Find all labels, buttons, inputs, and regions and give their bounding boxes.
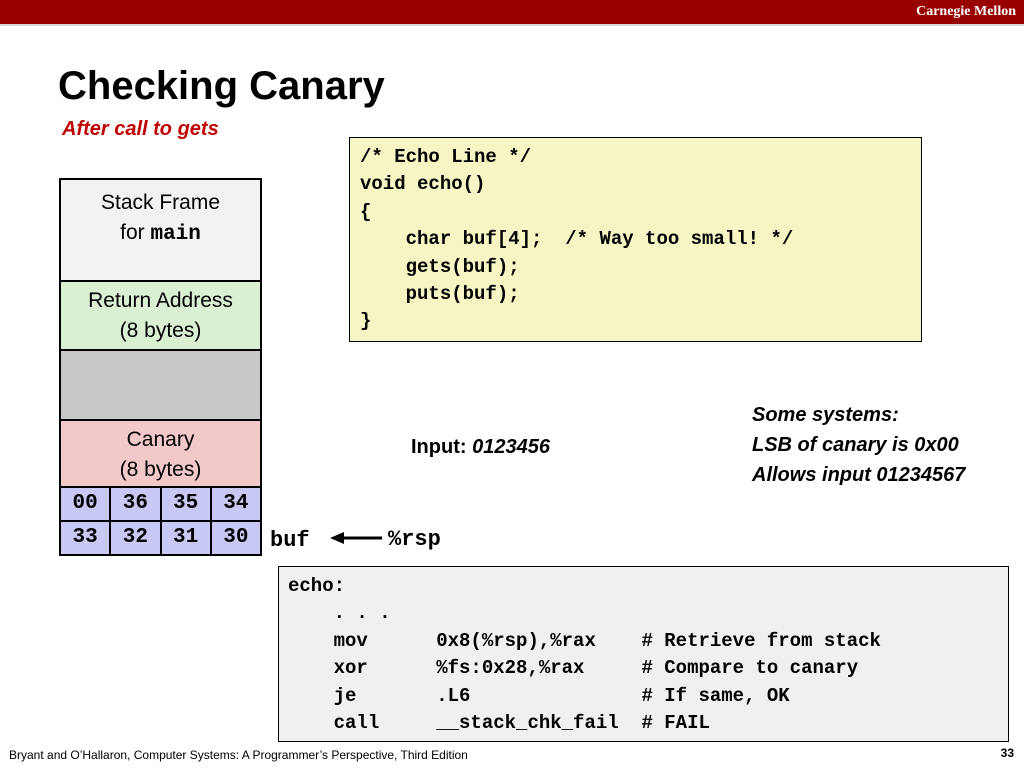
byte-cell: 35 <box>159 486 212 522</box>
byte-cell: 00 <box>59 486 112 522</box>
rsp-label: %rsp <box>388 527 441 552</box>
brand-label: Carnegie Mellon <box>916 4 1016 19</box>
note-line-2: LSB of canary is 0x00 <box>752 434 959 456</box>
canary-size: (8 bytes) <box>119 458 202 481</box>
return-address-label: Return Address <box>88 289 233 312</box>
assembly-code-box: echo: . . . mov 0x8(%rsp),%rax # Retriev… <box>278 566 1009 742</box>
byte-cell: 33 <box>59 520 112 556</box>
byte-cell: 34 <box>209 486 262 522</box>
note-line-1: Some systems: <box>752 404 899 426</box>
input-example: Input: 0123456 <box>411 436 550 459</box>
stack-frame-main: Stack Frame for main <box>61 180 260 282</box>
byte-cell: 30 <box>209 520 262 556</box>
stack-frame-for: for main <box>61 218 260 250</box>
stack-frame-prefix: for <box>120 221 145 244</box>
stack-diagram: Stack Frame for main Return Address (8 b… <box>59 178 262 493</box>
slide-title: Checking Canary <box>58 64 385 108</box>
stack-frame-code: main <box>150 223 201 246</box>
byte-cell: 32 <box>109 520 162 556</box>
return-address-cell: Return Address (8 bytes) <box>61 282 260 351</box>
header-bar: Carnegie Mellon <box>0 0 1024 24</box>
c-code-box: /* Echo Line */ void echo() { char buf[4… <box>349 137 922 342</box>
page-number: 33 <box>1000 746 1014 760</box>
buf-label: buf <box>270 528 310 553</box>
slide-subtitle: After call to gets <box>62 118 219 140</box>
canary-note: Some systems: LSB of canary is 0x00 Allo… <box>752 400 965 490</box>
assembly-code: echo: . . . mov 0x8(%rsp),%rax # Retriev… <box>288 575 881 735</box>
canary-label: Canary <box>126 428 195 451</box>
header-divider <box>0 24 1024 26</box>
c-code: /* Echo Line */ void echo() { char buf[4… <box>360 146 794 333</box>
footer-citation: Bryant and O’Hallaron, Computer Systems:… <box>9 748 468 762</box>
return-address-size: (8 bytes) <box>119 319 202 342</box>
padding-cell <box>61 351 260 421</box>
left-arrow-icon <box>330 532 382 544</box>
note-line-3: Allows input 01234567 <box>752 464 966 486</box>
input-value: 0123456 <box>472 436 550 458</box>
byte-cell: 31 <box>159 520 212 556</box>
stack-frame-label: Stack Frame <box>100 191 221 214</box>
byte-cell: 36 <box>109 486 162 522</box>
input-label: Input: <box>411 436 467 458</box>
byte-row-lower: 33 32 31 30 <box>59 520 262 556</box>
canary-cell: Canary (8 bytes) <box>61 421 260 491</box>
byte-row-upper: 00 36 35 34 <box>59 486 262 522</box>
